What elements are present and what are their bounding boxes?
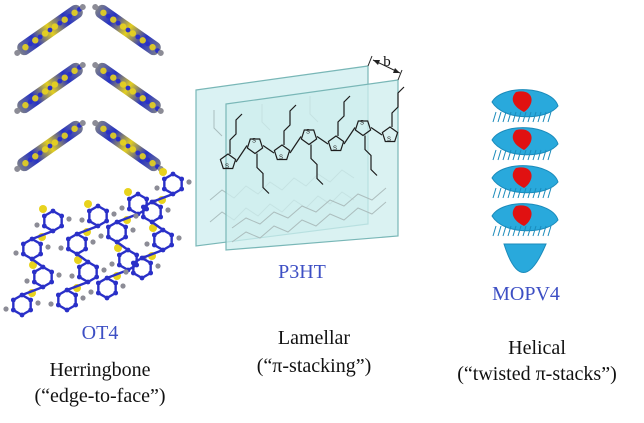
- herringbone-crystal-icon: [14, 4, 164, 172]
- pi-stacking-label: (“π-stacking”): [256, 355, 372, 377]
- helical-label: Helical: [508, 337, 566, 359]
- svg-text:S: S: [252, 139, 256, 145]
- svg-text:S: S: [333, 146, 337, 152]
- ot4-label: OT4: [81, 322, 119, 344]
- p3ht-label: P3HT: [278, 261, 326, 283]
- spacing-b-label: b: [383, 54, 391, 70]
- svg-text:S: S: [279, 155, 283, 161]
- helix-stack-icon: [491, 89, 559, 273]
- svg-text:S: S: [306, 130, 310, 136]
- mopv4-label: MOPV4: [492, 283, 560, 305]
- twisted-pi-stacks-label: (“twisted π-stacks”): [457, 363, 617, 385]
- svg-text:S: S: [360, 121, 364, 127]
- edge-to-face-label: (“edge-to-face”): [34, 385, 166, 407]
- lamellar-sheets-icon: S S S S S S S: [195, 55, 405, 251]
- herringbone-label: Herringbone: [49, 359, 151, 381]
- lamellar-label: Lamellar: [277, 327, 351, 349]
- svg-text:S: S: [225, 164, 229, 170]
- svg-text:S: S: [387, 137, 391, 143]
- ring-chain-icon: [3, 168, 192, 318]
